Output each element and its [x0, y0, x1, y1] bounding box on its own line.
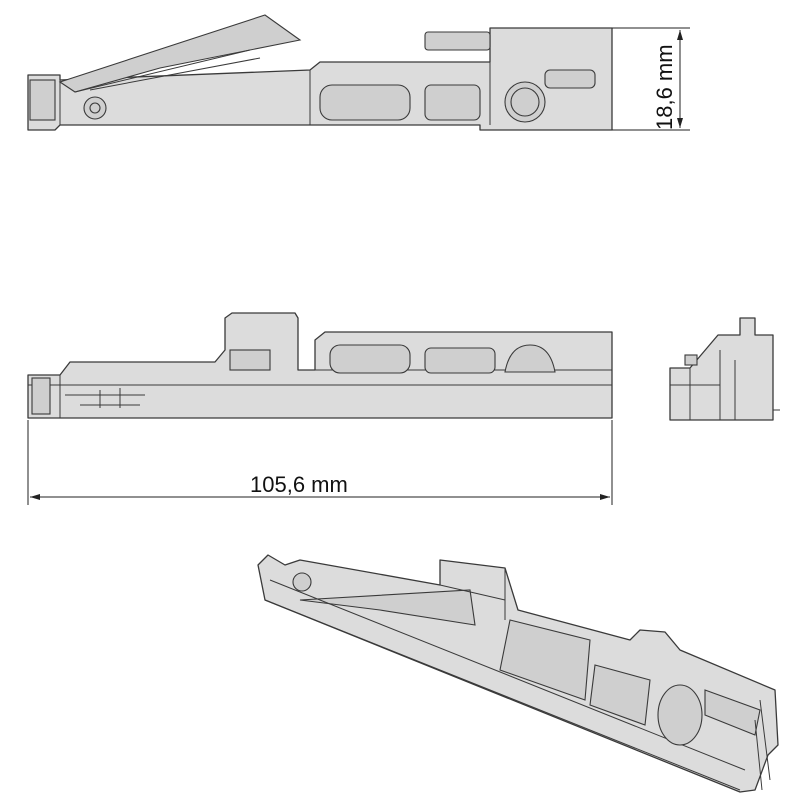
- pin: [424, 31, 491, 51]
- height-dimension: 18,6 mm: [612, 27, 690, 131]
- length-label: 105,6 mm: [250, 472, 348, 497]
- front-view: [27, 312, 613, 419]
- top-view: [27, 14, 613, 131]
- height-label: 18,6 mm: [652, 44, 677, 130]
- length-dimension: 105,6 mm: [27, 420, 613, 505]
- spring-lever: [58, 14, 302, 93]
- side-view: [669, 317, 780, 421]
- isometric-view: [257, 554, 779, 793]
